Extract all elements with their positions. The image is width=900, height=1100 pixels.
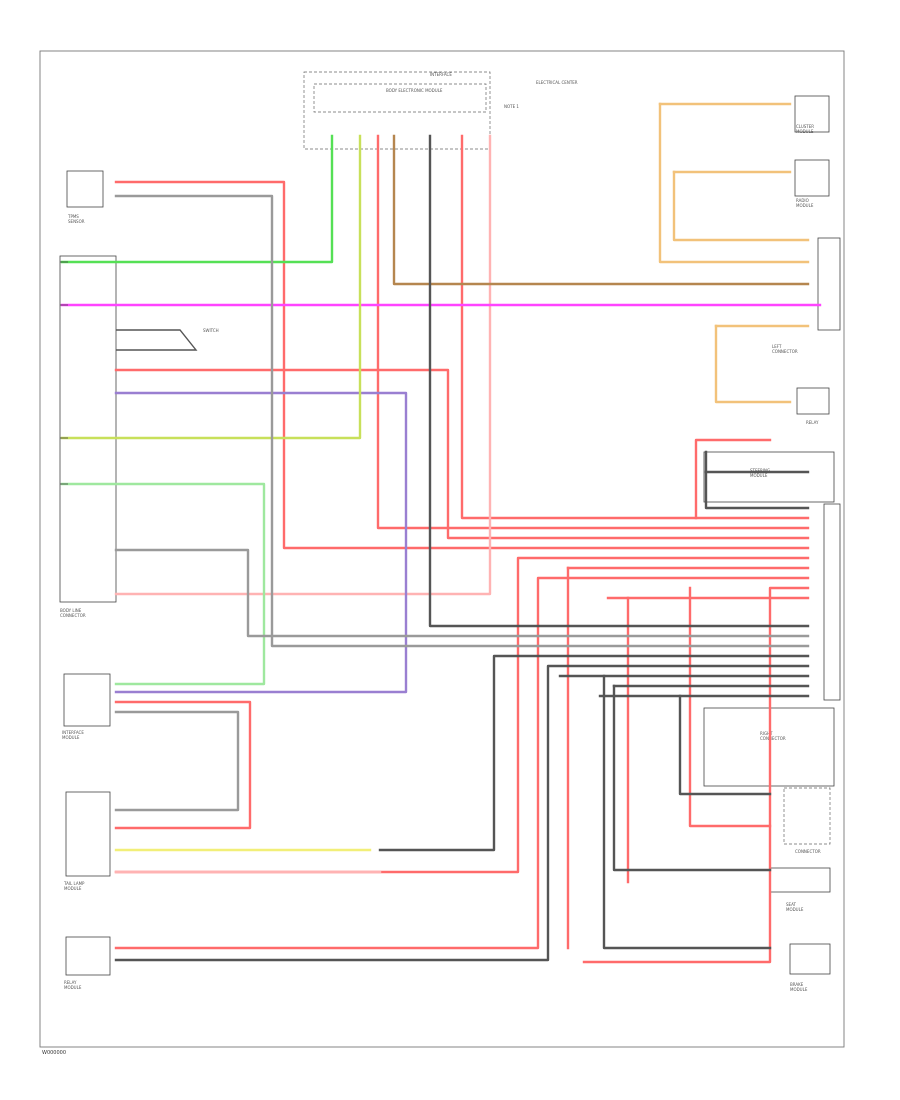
top-module-inner [313, 83, 487, 113]
wire-black-3 [378, 654, 810, 852]
wire-red-2 [114, 368, 810, 540]
right-mid-connector-1 [817, 237, 841, 331]
right-low-component-2 [783, 787, 831, 845]
wire-red-3 [376, 134, 810, 530]
wire-green-2 [60, 482, 266, 686]
left-connector-pins [60, 261, 68, 485]
footer-code: W000000 [42, 1050, 66, 1056]
wire-yellow-green [60, 134, 362, 440]
left-switch-label: SWITCH [203, 328, 219, 333]
wire-tan-6 [714, 324, 792, 404]
wire-gray-1 [114, 194, 810, 648]
wire-gray-2 [114, 548, 810, 638]
right-low-label-2: CONNECTOR [795, 849, 821, 854]
right-mid-label-2: RELAY [806, 420, 819, 425]
right-low-component-3 [769, 867, 831, 893]
wire-red-11 [694, 438, 772, 520]
wire-black-1 [428, 134, 810, 628]
wire-black-11 [704, 450, 810, 510]
wire-tan-4 [672, 170, 810, 242]
mid-left-component [63, 673, 111, 727]
wire-black-7 [612, 684, 772, 872]
right-mid-component-3 [703, 451, 835, 503]
lower-left-component [65, 791, 111, 877]
bottom-left-component [65, 936, 111, 976]
top-module-sublabel: INTERFACE [430, 72, 452, 77]
top-module-outline [303, 71, 491, 150]
wire-black-8 [678, 694, 772, 796]
diagram-frame [39, 50, 845, 1048]
wire-tan-2 [658, 102, 810, 264]
right-top-component-2 [794, 159, 830, 197]
wire-violet [114, 391, 408, 694]
wire-red-1 [114, 180, 810, 550]
wire-black-2 [114, 664, 810, 962]
wire-pink-1 [114, 134, 492, 596]
right-top-component-1 [794, 95, 830, 133]
wire-green-1 [60, 134, 334, 264]
left-long-connector [59, 255, 117, 603]
wire-red-5 [114, 700, 252, 830]
right-mid-component-2 [796, 387, 830, 415]
wire-red-8 [582, 586, 810, 964]
right-big-connector [823, 503, 841, 701]
top-right-note: ELECTRICAL CENTER [536, 80, 578, 85]
wire-brown [392, 134, 810, 286]
wire-red-4 [460, 134, 810, 520]
wire-switch [116, 329, 198, 351]
wire-red-6 [114, 576, 810, 950]
wire-group [60, 102, 822, 964]
upper-left-component [66, 170, 104, 208]
top-module-label: BODY ELECTRONIC MODULE [386, 88, 443, 93]
right-bottom-component [789, 943, 831, 975]
wire-gray-3 [114, 710, 240, 812]
wire-red-12 [688, 586, 772, 828]
wire-black-4 [602, 674, 772, 950]
top-right-sub: NOTE 1 [504, 104, 519, 109]
